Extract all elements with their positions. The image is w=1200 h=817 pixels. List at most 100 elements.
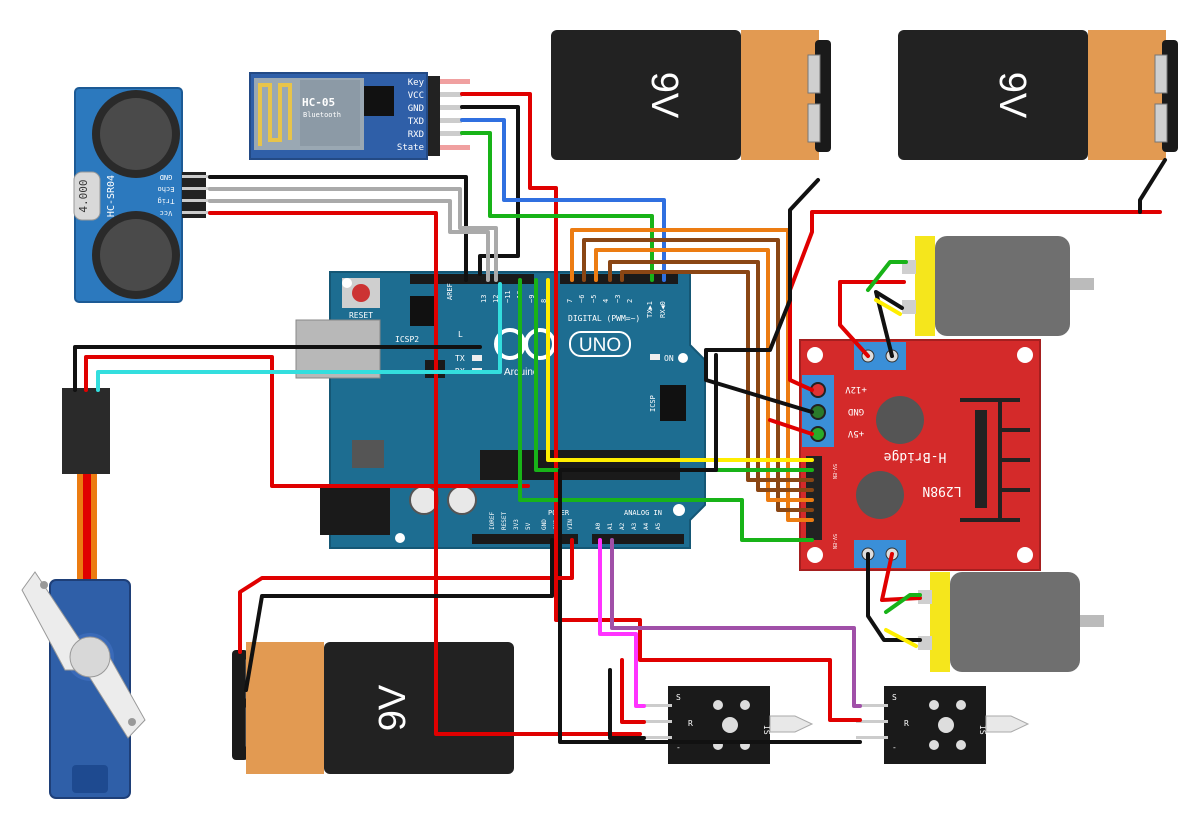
- ultrasonic-pin-gnd: GND: [160, 173, 173, 181]
- wire-us-echo: [208, 187, 498, 282]
- l298n-header-bottom: 5V-EN: [831, 534, 837, 549]
- l298n-label-12v: +12V: [845, 384, 867, 394]
- arduino-power-pin-gnd1: GND: [541, 519, 548, 530]
- arduino-uno: RESET ICSP2 AREF 13 12 ~11 ~10 ~9 8 7 ~6…: [295, 271, 706, 549]
- ultrasonic-crystal: 4.000: [77, 179, 90, 212]
- wire-d3: [620, 270, 814, 482]
- ultrasonic-model: HC-SR04: [106, 175, 117, 217]
- arduino-pin-13: 13: [480, 295, 488, 303]
- arduino-top-pin-labels: 13 12 ~11 ~10 ~9 8 7 ~6 ~5 4 ~3 2 TX▶1 R…: [480, 290, 667, 318]
- bluetooth-title: HC-05: [302, 96, 335, 109]
- wire-d6: [582, 238, 814, 512]
- wire-us-gnd: [208, 175, 468, 282]
- ir-left-side-label: IS: [762, 725, 771, 735]
- ir-right-side-label: IS: [978, 725, 987, 735]
- arduino-analog-pin-a5: A5: [655, 522, 662, 530]
- arduino-analog-pin-a1: A1: [607, 522, 614, 530]
- l298n-name: H-Bridge: [884, 449, 947, 464]
- arduino-pin-12: 12: [492, 295, 500, 303]
- arduino-pin-9: ~9: [528, 295, 536, 303]
- arduino-pin-3: ~3: [614, 295, 622, 303]
- wire-ir-left-gnd: [608, 668, 646, 740]
- wire-motor-bot-yellow: [884, 628, 918, 648]
- arduino-model: UNO: [579, 335, 621, 356]
- bluetooth-pin-labels: Key VCC GND TXD RXD State: [397, 78, 425, 153]
- arduino-pin-0: RX◀0: [659, 301, 667, 318]
- bluetooth-module: HC-05 Bluetooth Key VCC GND TXD RXD Stat…: [249, 72, 470, 160]
- wire-batt1-neg: [1138, 158, 1167, 214]
- arduino-power-pin-ioref: IOREF: [489, 512, 496, 530]
- arduino-on-label: ON: [664, 354, 674, 363]
- wires: [73, 92, 1167, 744]
- bluetooth-pin-gnd: GND: [408, 104, 424, 114]
- ultrasonic-pin-trig: Trig: [158, 197, 175, 205]
- ir-right-pin-minus: -: [892, 743, 897, 752]
- l298n-driver: +12V GND +5V H-Bridge L298N 5V-EN 5V-EN: [799, 339, 1041, 571]
- bluetooth-pin-txd: TXD: [408, 117, 424, 127]
- arduino-analog-label: ANALOG IN: [624, 509, 662, 517]
- l298n-header-top: 5V-EN: [831, 464, 837, 479]
- wire-batt3-pos: [238, 538, 574, 654]
- arduino-tx-label: TX: [455, 354, 465, 363]
- l298n-label-5v: +5V: [847, 428, 864, 438]
- l298n-label-gnd: GND: [848, 406, 864, 416]
- ultrasonic-pin-labels: GND Echo Trig Vcc: [158, 173, 175, 217]
- wire-l298-12v: [788, 210, 1162, 392]
- arduino-pin-11: ~11: [504, 290, 512, 303]
- arduino-icsp2-label: ICSP2: [395, 335, 419, 344]
- bluetooth-pin-key: Key: [408, 78, 425, 88]
- wire-bt-rxd: [460, 131, 654, 282]
- ir-left-pin-r: R: [688, 719, 693, 728]
- wire-bt-gnd: [460, 105, 520, 276]
- wire-motor-bot-green: [884, 593, 922, 614]
- ir-left-pin-s: S: [676, 693, 681, 702]
- wire-arduino-gnd-lower: [558, 353, 862, 744]
- bluetooth-pin-state: State: [397, 143, 424, 153]
- wire-us-trig: [208, 199, 490, 282]
- ir-module-left: S - R IS: [640, 686, 814, 764]
- servo-motor: [21, 388, 146, 799]
- bluetooth-pin-rxd: RXD: [408, 130, 424, 140]
- arduino-pin-7: 7: [566, 299, 574, 303]
- wire-en-green2: [534, 278, 814, 472]
- wire-motor-top-yellow: [874, 298, 902, 316]
- wire-motor-top-green: [866, 260, 908, 292]
- battery-bottom-label: 9V: [372, 684, 414, 731]
- arduino-power-pin-5v: 5V: [525, 522, 532, 530]
- ultrasonic-pin-vcc: Vcc: [160, 209, 173, 217]
- battery-top-2-label: 9V: [991, 72, 1033, 119]
- wire-servo-vcc: [84, 355, 530, 488]
- bluetooth-subtitle: Bluetooth: [303, 111, 341, 119]
- wire-ir-left-signal: [598, 538, 646, 708]
- arduino-pin-6: ~6: [578, 295, 586, 303]
- arduino-aref-label: AREF: [446, 283, 454, 300]
- wire-servo-signal: [96, 282, 502, 392]
- arduino-pin-8: 8: [540, 299, 548, 303]
- l298n-chip: L298N: [922, 483, 961, 498]
- arduino-icsp-label: ICSP: [649, 395, 657, 412]
- arduino-pin-4: 4: [602, 299, 610, 303]
- arduino-l-label: L: [458, 330, 463, 339]
- ultrasonic-pin-echo: Echo: [158, 185, 175, 193]
- bluetooth-pin-vcc: VCC: [408, 91, 424, 101]
- wire-l298-5v: [768, 418, 814, 436]
- wire-ir-left-vcc: [620, 658, 646, 724]
- arduino-pin-5: ~5: [590, 295, 598, 303]
- arduino-digital-label: DIGITAL (PWM=~): [568, 314, 640, 323]
- ir-left-pin-minus: -: [676, 743, 681, 752]
- arduino-power-pin-vin: VIN: [567, 519, 574, 530]
- wire-d4: [608, 260, 814, 492]
- wire-l298-gnd: [704, 178, 820, 414]
- ultrasonic-sensor: 4.000 HC-SR04 GND Echo Trig Vcc: [73, 87, 210, 303]
- dc-motor-bottom: [918, 572, 1104, 672]
- ir-right-pin-r: R: [904, 719, 909, 728]
- wire-servo-gnd: [73, 345, 482, 392]
- arduino-reset-label: RESET: [349, 311, 373, 320]
- arduino-power-pin-3v3: 3V3: [513, 519, 520, 530]
- dc-motor-top: [902, 236, 1094, 336]
- arduino-power-pin-reset: RESET: [501, 512, 508, 530]
- arduino-analog-pin-a4: A4: [643, 522, 650, 530]
- wire-motor-top-black: [874, 290, 904, 358]
- arduino-pin-1: TX▶1: [646, 301, 654, 318]
- wire-d5: [594, 248, 814, 502]
